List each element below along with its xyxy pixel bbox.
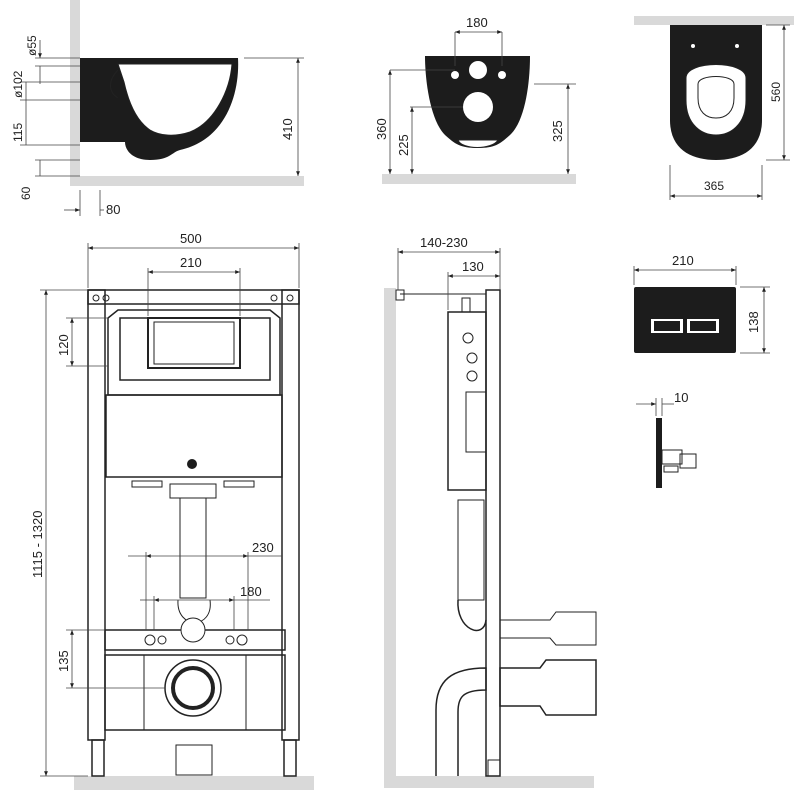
wall-hatch-side	[384, 288, 396, 788]
frame-front-view: 500 210 120 1115 - 1320 230 180 135	[30, 231, 314, 790]
floor-hatch	[70, 176, 304, 186]
dim-frame-height: 1115 - 1320	[30, 511, 45, 578]
flush-pipe	[179, 497, 207, 599]
dim-120: 120	[56, 334, 71, 356]
dim-360: 360	[374, 118, 389, 140]
flush-valve	[169, 483, 217, 499]
dim-180-frame: 180	[240, 584, 262, 599]
bowl-front-foot	[457, 139, 499, 148]
dim-560: 560	[769, 82, 783, 102]
cistern-tank	[105, 394, 283, 478]
foot-right	[283, 739, 297, 777]
frame-top-rail	[87, 289, 300, 305]
bowl-side-view: ø55 ø102 115 60 410 80	[11, 0, 304, 217]
dim-130: 130	[462, 259, 484, 274]
service-opening	[147, 317, 241, 369]
side-water-fitting	[499, 611, 597, 646]
mount-hole-left	[451, 71, 459, 79]
flush-plate-side: 10	[636, 390, 697, 488]
seat-hinge-right	[735, 44, 739, 48]
wall-hatch	[70, 0, 80, 186]
mount-hole-right	[498, 71, 506, 79]
dim-230: 230	[252, 540, 274, 555]
dim-180-bowl: 180	[466, 15, 488, 30]
dim-80: 80	[106, 202, 120, 217]
floor-hatch-side	[384, 776, 594, 788]
bowl-rim-opening	[117, 63, 233, 136]
outlet-hole	[463, 92, 493, 122]
drain-pipe-stub	[175, 744, 213, 776]
dim-60: 60	[19, 186, 33, 200]
wall-hatch-top	[634, 16, 794, 25]
flush-plate-body	[634, 287, 736, 353]
drain-bend	[435, 667, 487, 776]
drain-outlet	[171, 666, 215, 710]
cistern-side	[447, 311, 487, 491]
side-pipe-bend	[457, 599, 487, 632]
dim-210-plate: 210	[672, 253, 694, 268]
side-drain-fitting	[499, 659, 597, 716]
frame-post-left	[87, 289, 106, 741]
bowl-top-view: 560 365	[634, 16, 794, 200]
foot-left	[91, 739, 105, 777]
toilet-opening	[697, 76, 735, 119]
dim-d55: ø55	[25, 35, 39, 56]
dim-365: 365	[704, 179, 724, 193]
frame-side-post	[485, 289, 501, 777]
floor-hatch-frame	[74, 776, 314, 790]
dim-500: 500	[180, 231, 202, 246]
dim-325: 325	[550, 120, 565, 142]
dim-d102: ø102	[11, 70, 25, 98]
flush-plate-profile	[656, 418, 662, 488]
dim-135: 135	[56, 650, 71, 672]
water-inlet	[180, 617, 206, 643]
flush-plate-front: 210 138	[633, 253, 770, 354]
dim-10: 10	[674, 390, 688, 405]
seat-hinge-left	[691, 44, 695, 48]
dim-225: 225	[396, 134, 411, 156]
inlet-hole	[469, 61, 487, 79]
dim-410: 410	[280, 118, 295, 140]
cistern-drain-cap	[187, 459, 197, 469]
side-flush-pipe	[457, 499, 485, 601]
dim-138: 138	[746, 311, 761, 333]
floor-hatch-2	[382, 174, 576, 184]
dim-115: 115	[11, 123, 25, 142]
bowl-front-view: 180 360 225 325	[374, 15, 576, 184]
frame-side-view: 140-230 130	[384, 235, 597, 788]
dim-210-frame: 210	[180, 255, 202, 270]
bowl-outlet-curve	[110, 69, 119, 99]
dim-140-230: 140-230	[420, 235, 468, 250]
